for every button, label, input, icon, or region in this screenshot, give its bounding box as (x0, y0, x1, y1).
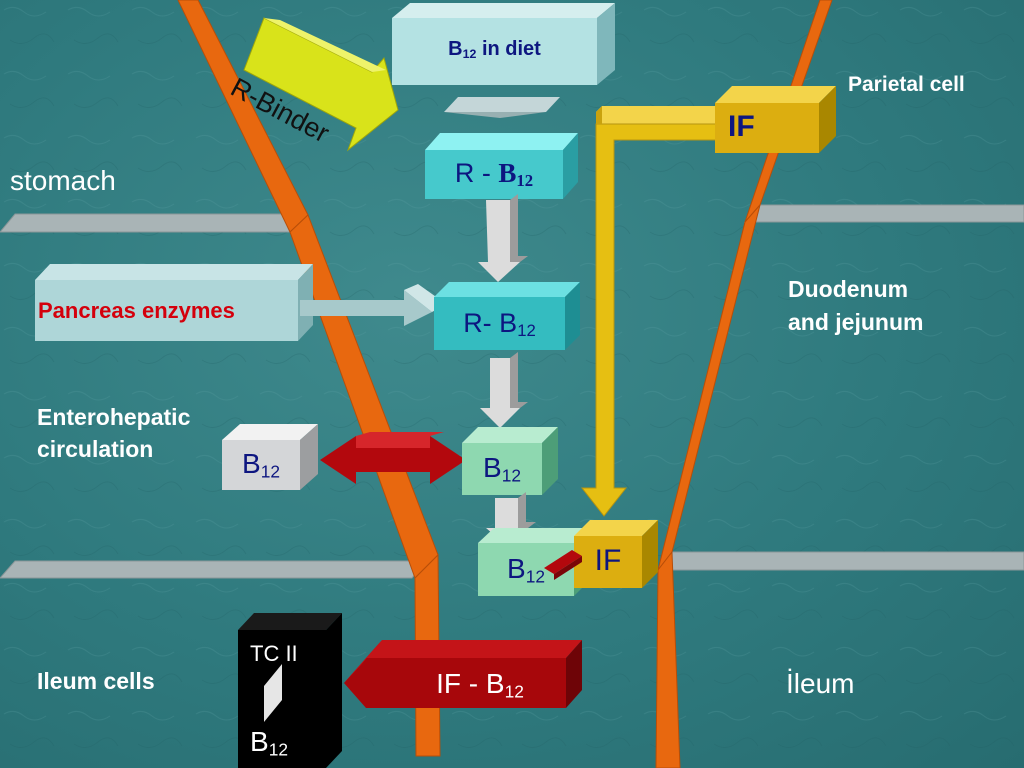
enterohepatic-label-line1: Enterohepatic (37, 404, 191, 430)
if-b12-arrow (344, 640, 582, 708)
if-b12-link (544, 550, 582, 580)
b12-lower-sub: 12 (525, 566, 545, 587)
if-top-label: IF (728, 110, 755, 143)
duodenum-label-line2: and jejunum (788, 309, 924, 335)
tc2-inner-bar (264, 664, 282, 722)
r-b12-top-b: B (498, 158, 517, 188)
pancreas-label: Pancreas enzymes (38, 298, 235, 323)
r-b12-mid-box (434, 282, 580, 350)
r-b12-top-main: R - (454, 158, 499, 188)
tc2-label: TC II (250, 641, 298, 666)
pancreas-box (35, 264, 313, 341)
b12-diet-suffix: in diet (476, 38, 541, 60)
b12-center-sub: 12 (501, 465, 521, 486)
b12-left-main: B (242, 448, 261, 479)
b12-center-label: B12 (462, 452, 542, 484)
b12-diet-label: B12 in diet (392, 38, 597, 61)
r-b12-top-label: R - B12 (425, 158, 563, 189)
ileum-label: İleum (786, 668, 855, 699)
b12-left-label: B12 (222, 448, 300, 480)
r-b12-mid-sub: 12 (517, 321, 536, 341)
stomach-label: stomach (10, 165, 116, 196)
r-b12-top-box (425, 133, 578, 199)
b12-left-sub: 12 (260, 461, 280, 482)
if-lower-box (574, 520, 658, 588)
b12-diet-sub: 12 (462, 47, 477, 62)
b12-diet-box (392, 3, 615, 85)
b12-center-box (462, 427, 558, 495)
parietal-cell-label: Parietal cell (848, 73, 965, 96)
r-b12-mid-main: R- B (463, 308, 518, 338)
r-b12-top-sub: 12 (516, 171, 534, 191)
down-arrow-diet (444, 97, 560, 118)
tc2-b12-label: B12 (250, 726, 288, 758)
b12-lower-label: B12 (486, 553, 566, 585)
down-arrow-2 (480, 352, 528, 428)
if-top-box (715, 86, 836, 153)
ileum-cells-label: Ileum cells (37, 668, 155, 694)
b12-center-main: B (483, 452, 502, 483)
r-binder-arrow (243, 17, 399, 152)
r-b12-mid-label: R- B12 (434, 308, 565, 339)
if-b12-label: IF - B12 (380, 668, 580, 700)
tc2-b12-sub: 12 (268, 739, 288, 760)
b12-diet-main: B (448, 38, 463, 60)
if-lower-label: IF (594, 544, 622, 577)
b12-lower-main: B (507, 553, 526, 584)
tc2-box (238, 613, 342, 768)
enterohepatic-double-arrow (320, 432, 466, 484)
if-b12-sub: 12 (504, 681, 524, 702)
duodenum-label-line1: Duodenum (788, 276, 909, 302)
tc2-b12-main: B (250, 726, 269, 757)
if-b12-main: IF - B (436, 668, 505, 699)
enterohepatic-label-line2: circulation (37, 436, 154, 462)
intestinal-walls (177, 0, 833, 768)
b12-left-box (222, 424, 318, 490)
down-arrow-1 (478, 194, 528, 282)
